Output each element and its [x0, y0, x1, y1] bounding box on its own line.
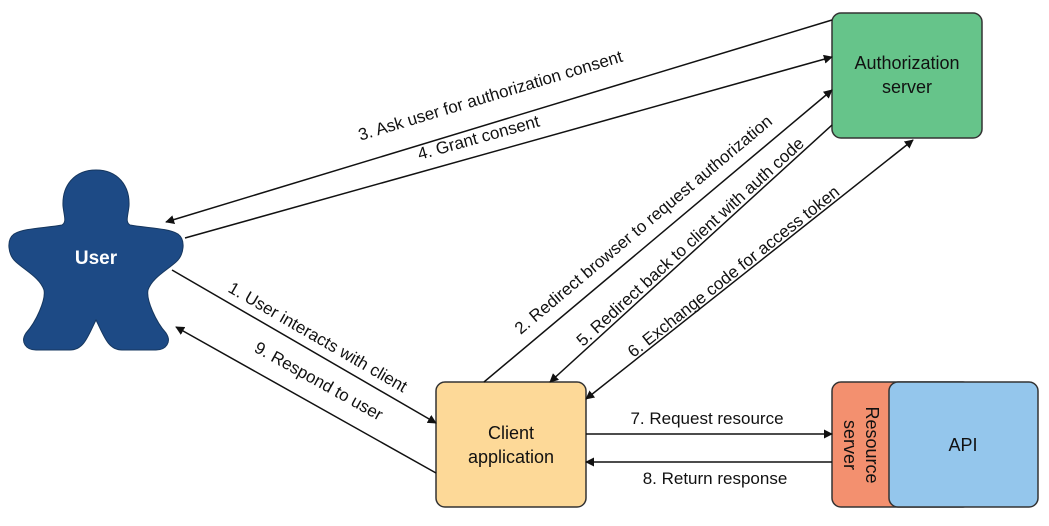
user-label: User — [75, 248, 118, 269]
arrow-9-respond — [175, 326, 437, 474]
step-2-label: 2. Redirect browser to request authoriza… — [511, 112, 776, 339]
arrow-3-ask-consent — [165, 19, 833, 224]
arrow-6-exchange-code — [585, 139, 914, 400]
step-7-label: 7. Request resource — [630, 409, 783, 428]
authorization-server-node: Authorization server — [831, 12, 983, 139]
client-application-node: Client application — [435, 381, 587, 508]
client-application-label-line1: Client — [488, 423, 534, 443]
arrow-4-grant-consent — [184, 54, 833, 239]
step-8-label: 8. Return response — [643, 469, 788, 488]
resource-server-label-line2: server — [840, 420, 860, 470]
client-application-label-line2: application — [468, 447, 554, 467]
arrow-1-user-interacts — [171, 269, 437, 424]
user-figure: User — [8, 169, 184, 351]
api-node: API — [888, 381, 1039, 508]
authorization-server-label-line1: Authorization — [854, 53, 959, 73]
api-label: API — [948, 435, 977, 455]
authorization-server-label-line2: server — [882, 77, 932, 97]
resource-server-label-line1: Resource — [862, 406, 882, 483]
user-meeple-icon — [8, 169, 184, 351]
